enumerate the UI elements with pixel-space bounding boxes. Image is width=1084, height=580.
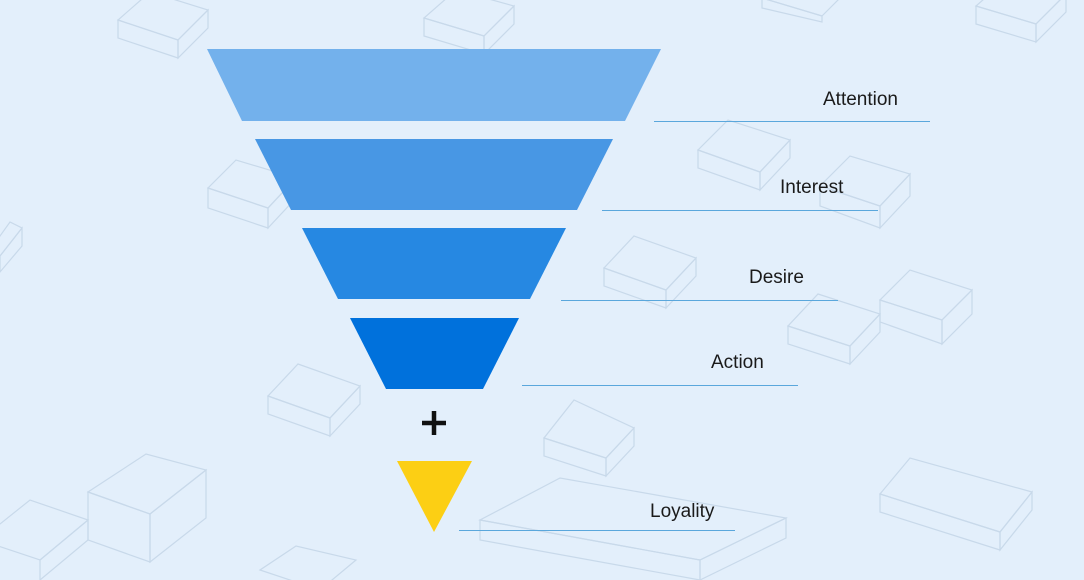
decor-box bbox=[542, 399, 636, 478]
decor-box bbox=[258, 545, 358, 580]
stage-label-desire: Desire bbox=[749, 267, 804, 288]
funnel-stage-loyalty bbox=[397, 461, 472, 532]
decor-box bbox=[818, 155, 912, 230]
label-line-attention bbox=[654, 121, 930, 122]
decor-box bbox=[0, 221, 23, 273]
decor-box bbox=[974, 0, 1067, 44]
label-line-loyalty bbox=[459, 530, 735, 531]
decor-box bbox=[422, 0, 516, 56]
decor-box bbox=[761, 0, 839, 23]
funnel-stage-action bbox=[350, 318, 519, 389]
decor-box bbox=[878, 457, 1034, 552]
funnel-stage-desire bbox=[302, 228, 566, 299]
decor-box bbox=[786, 293, 882, 366]
label-line-desire bbox=[561, 300, 838, 301]
decor-box bbox=[116, 0, 210, 60]
decor-box bbox=[602, 235, 698, 310]
funnel-stage-attention bbox=[207, 49, 661, 121]
decor-box bbox=[86, 453, 208, 564]
decor-box bbox=[0, 499, 90, 580]
stage-label-action: Action bbox=[711, 352, 764, 373]
label-line-interest bbox=[602, 210, 878, 211]
decor-box bbox=[478, 477, 788, 580]
decor-box bbox=[266, 363, 362, 438]
funnel-stages bbox=[207, 49, 661, 389]
label-line-action bbox=[522, 385, 798, 386]
funnel-stage-interest bbox=[255, 139, 613, 210]
plus-icon bbox=[422, 411, 446, 435]
stage-label-interest: Interest bbox=[780, 177, 844, 198]
stage-label-attention: Attention bbox=[823, 89, 898, 110]
decor-box bbox=[878, 269, 974, 346]
decor-box bbox=[696, 119, 792, 192]
stage-label-loyalty: Loyality bbox=[650, 501, 715, 522]
